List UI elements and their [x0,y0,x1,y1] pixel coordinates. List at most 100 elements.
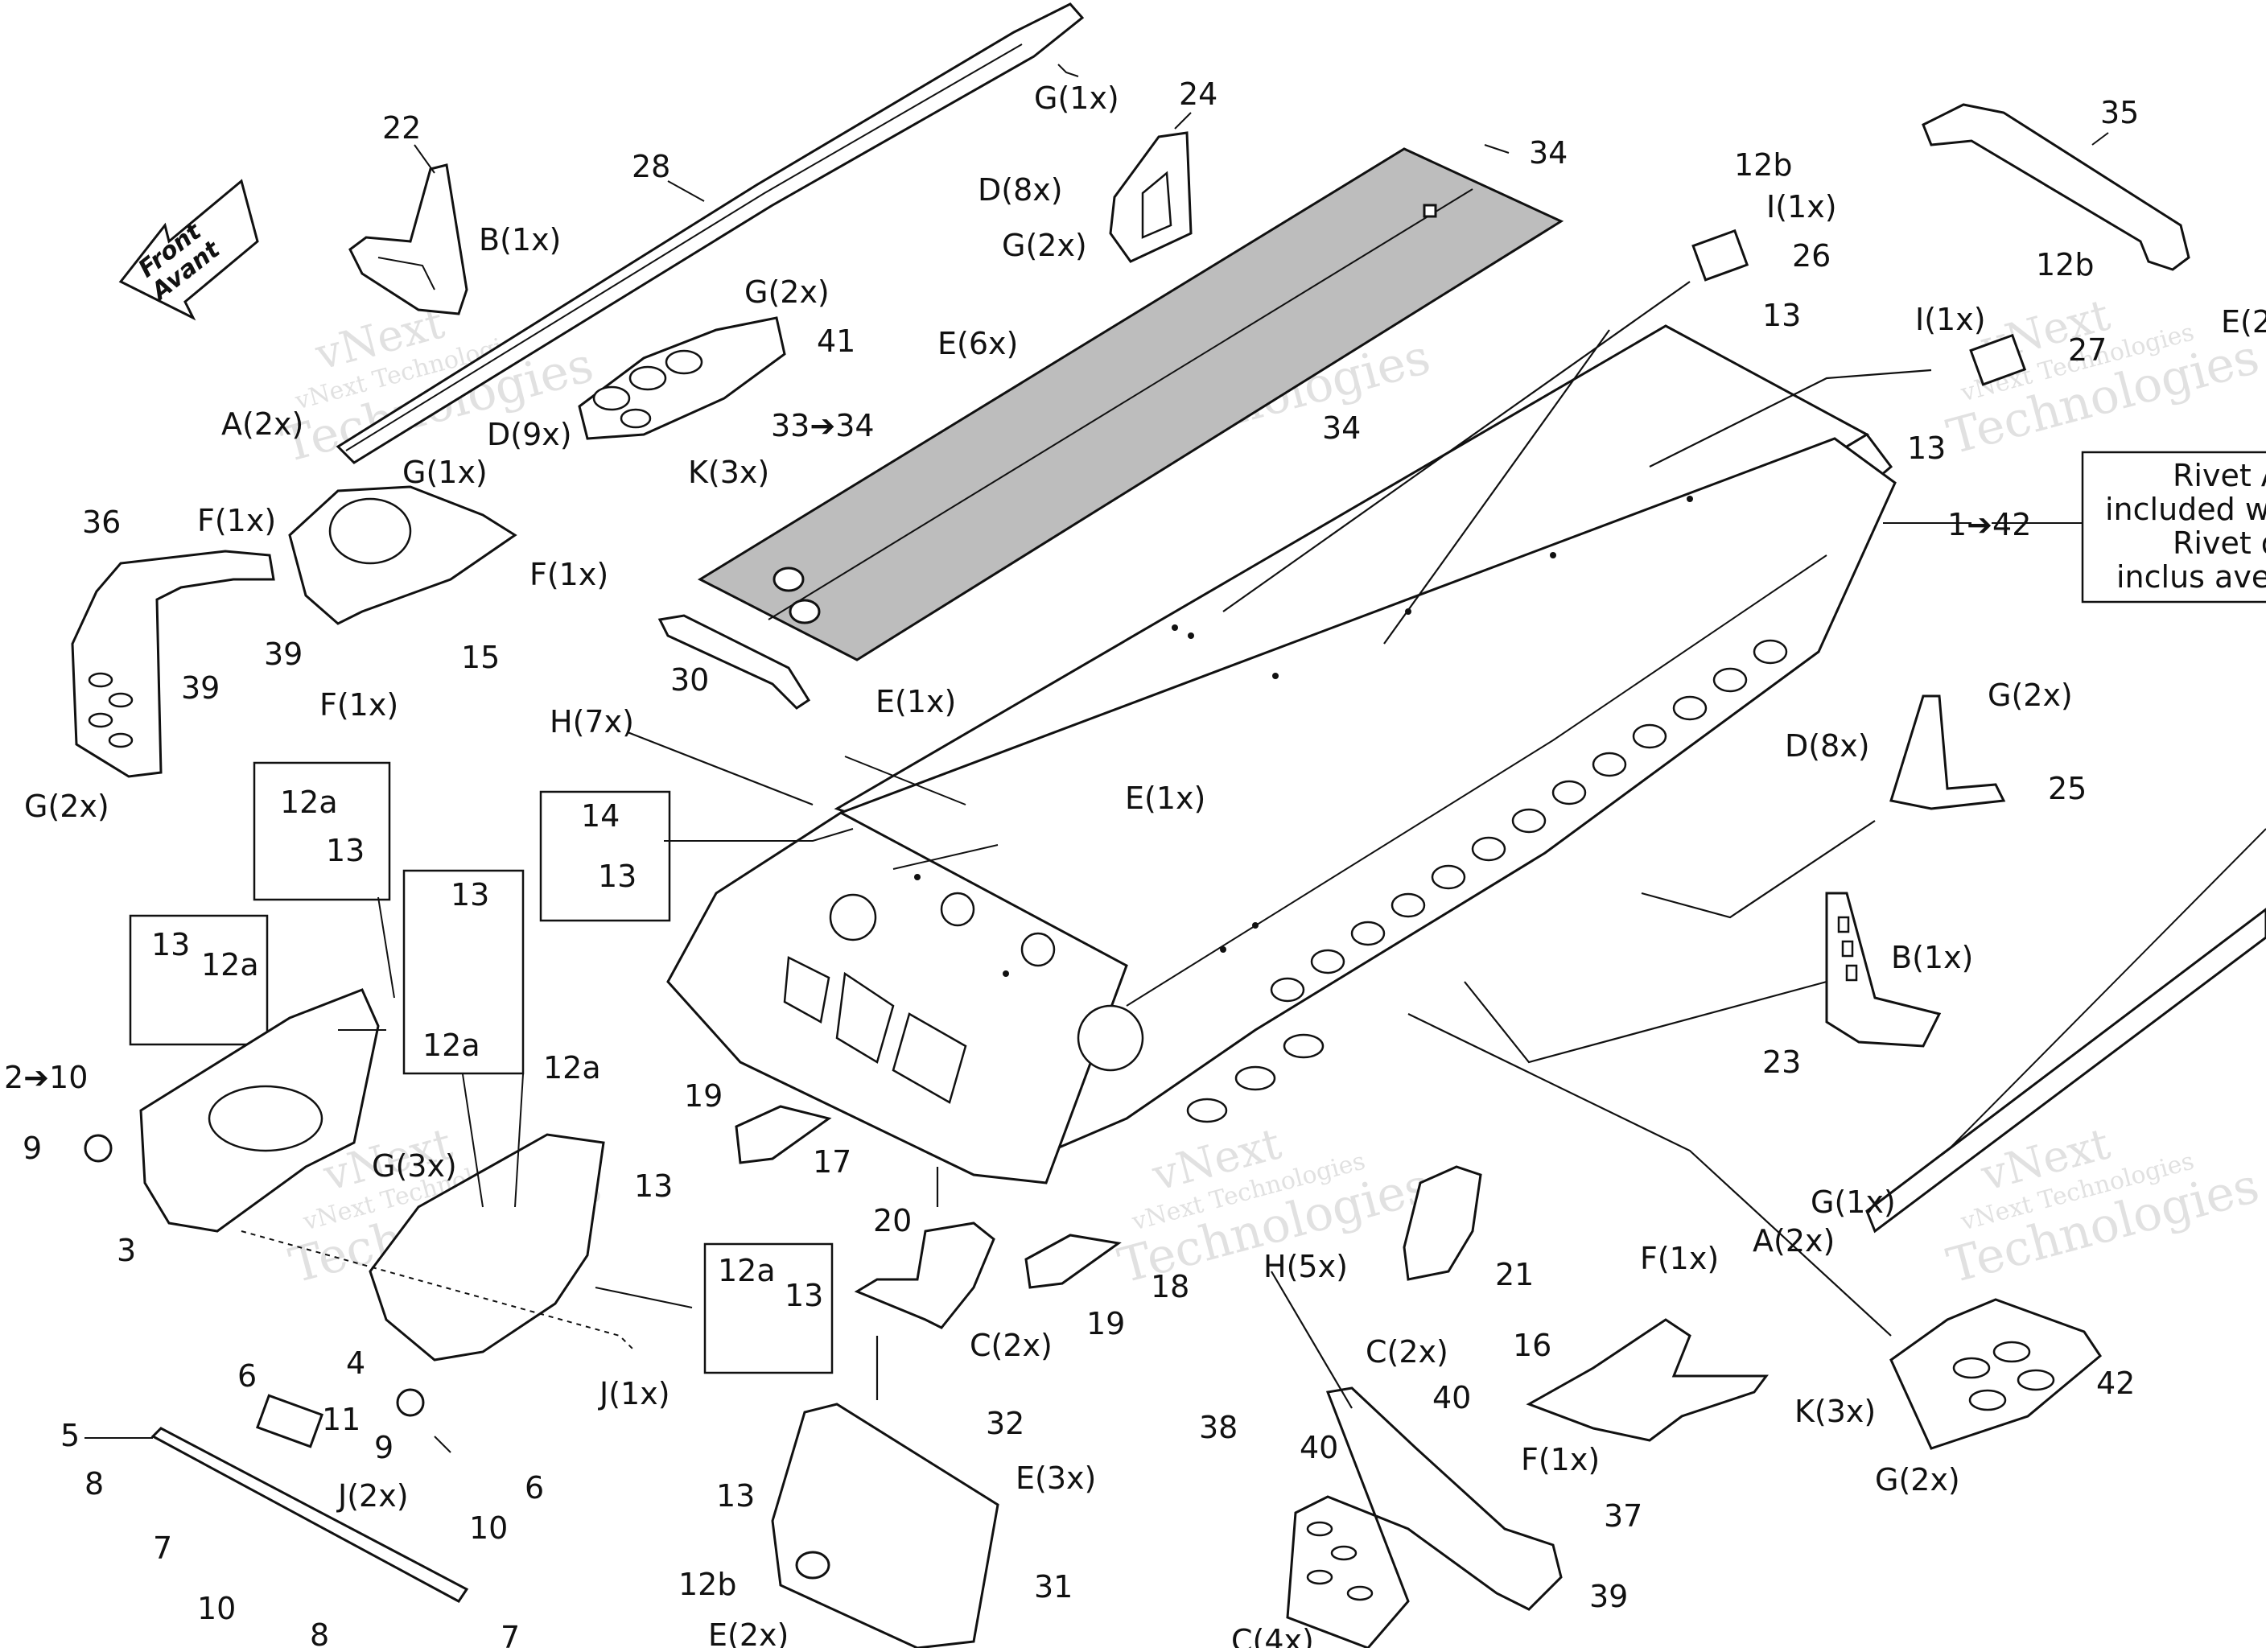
part-4-bumper [369,1133,605,1362]
label-13-c: 13 [634,1168,673,1204]
part-20-bracket [854,1221,995,1329]
label-a2x-right: A(2x) [1753,1223,1835,1259]
label-34-top: 34 [1529,135,1568,171]
rivet-note-line-2: included w [2105,492,2266,527]
label-27: 27 [2068,332,2107,368]
part-21-bracket [1403,1165,1482,1281]
part-28-rail [336,2,1085,464]
label-13-b: 13 [1907,431,1946,466]
part-9-grommet-a [84,1134,113,1163]
label-e6x: E(6x) [937,326,1018,361]
tunnel-rivet-dots [914,496,1693,977]
part-37-support [1286,1386,1563,1650]
part-37-slots [1306,1521,1374,1601]
label-12a-box3: 12a [422,1028,480,1063]
label-19-a: 19 [684,1078,723,1114]
label-34-mid: 34 [1322,410,1361,446]
label-41: 41 [817,323,855,359]
bumper-dashed-outline [241,1230,637,1353]
cover-cap-2 [789,599,821,624]
label-12a-c: 12a [543,1050,601,1086]
part-9-grommet-b [396,1388,425,1417]
label-10-b: 10 [197,1591,236,1626]
label-3: 3 [117,1233,136,1268]
part-31-port [795,1551,830,1580]
label-f1x-a: F(1x) [197,503,276,538]
label-39-a: 39 [264,636,303,672]
rail-28-shape [336,2,1085,464]
label-13-d: 13 [716,1478,755,1514]
label-13-box2: 13 [598,859,637,894]
part-5-skid-plate [150,1427,469,1603]
part-41-bracket [578,316,786,440]
label-8-b: 8 [310,1617,329,1648]
label-d8x-top: D(8x) [978,172,1063,208]
label-g2x-left: G(2x) [24,789,109,824]
part-22-detail [377,257,435,290]
label-g1x-top: G(1x) [1034,80,1119,116]
label-7-b: 7 [501,1620,520,1648]
label-33-34: 33➔34 [771,408,875,443]
label-i1x-a: I(1x) [1766,189,1837,225]
part-23-slots [1837,916,1858,982]
label-12b-c: 12b [678,1567,736,1602]
right-rail-edge [1947,828,2266,1151]
label-15: 15 [461,640,500,675]
label-13-box1: 13 [326,833,365,868]
rivet-note-box [2081,451,2266,604]
label-a2x-left: A(2x) [221,406,303,442]
label-12a-box1: 12a [280,785,338,820]
label-g1x-mid: G(1x) [402,455,488,490]
label-6-b: 6 [525,1470,544,1506]
label-g3x: G(3x) [372,1148,457,1184]
front-structure-cutouts [783,892,1144,1104]
label-26: 26 [1792,238,1831,274]
part-36-bracket [71,550,275,778]
label-c2x-a: C(2x) [970,1328,1053,1363]
part-42-slots [1952,1341,2055,1411]
label-j2x: J(2x) [336,1478,409,1514]
part-23-bracket [1825,892,1942,1048]
label-13-a: 13 [1762,298,1801,333]
label-20: 20 [873,1203,912,1238]
part-26-clip [1691,229,1749,282]
label-g2x-top: G(2x) [1002,228,1087,263]
cover-fastener [1423,204,1437,218]
label-13-box4: 13 [151,927,190,962]
label-d8x-25: D(8x) [1785,728,1870,764]
label-4: 4 [346,1345,365,1381]
rivet-note-line-1: Rivet A [2173,458,2266,493]
label-g1x-right: G(1x) [1811,1184,1896,1220]
label-e2-right: E(2 [2221,304,2266,340]
label-21: 21 [1495,1257,1534,1292]
label-37: 37 [1604,1498,1642,1534]
label-12b-a: 12b [1734,147,1792,183]
label-c2x-b: C(2x) [1366,1334,1448,1370]
tunnel-cover-ridge [768,188,1473,620]
part-30-strap [657,614,811,710]
part-3-opening [208,1085,323,1152]
part-25-bracket [1889,694,2006,810]
label-24: 24 [1179,76,1217,112]
label-9-b: 9 [374,1430,393,1465]
part-17-bracket [735,1105,832,1164]
part-42-panel [1889,1298,2102,1450]
callout-box-13-12a-b [129,914,269,1046]
cover-cap-1 [772,566,805,592]
part-15-panel [288,485,517,625]
label-31: 31 [1034,1569,1073,1605]
label-12a-box4: 12a [201,947,259,983]
label-39-b: 39 [181,670,220,706]
right-rail [1865,908,2266,1234]
rivet-note-line-4: inclus ave [2116,559,2266,595]
label-25: 25 [2048,771,2087,806]
part-33-tunnel-cover [697,147,1564,661]
label-32: 32 [986,1406,1024,1441]
label-5: 5 [60,1418,80,1453]
label-13-box3: 13 [451,877,489,913]
part-16-panel [1526,1318,1769,1442]
label-14: 14 [581,798,620,834]
part-41-slots [592,349,703,429]
label-22: 22 [382,110,421,146]
